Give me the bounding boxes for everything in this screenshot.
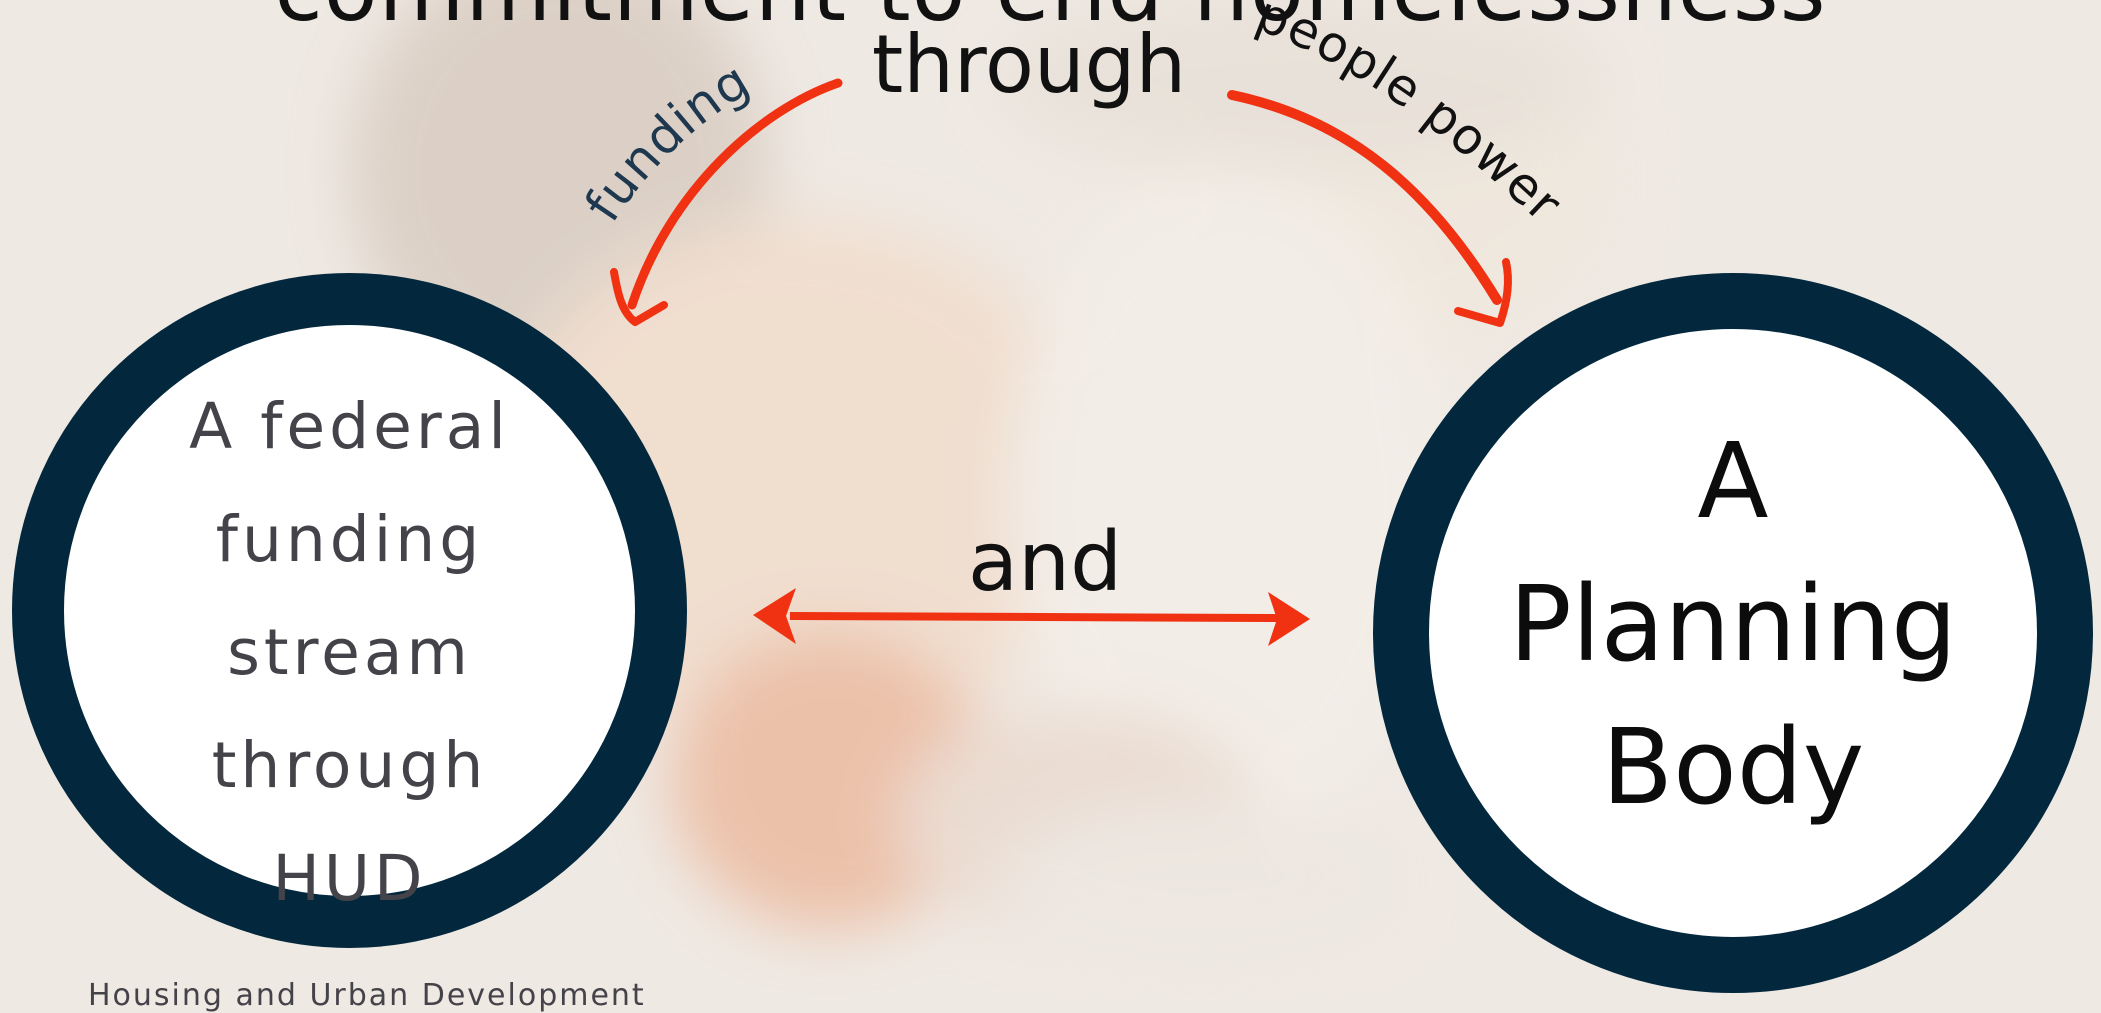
funding-label: funding (574, 51, 759, 232)
federal-funding-line: through (211, 729, 488, 802)
federal-funding-text: A federal funding stream through HUD (12, 370, 687, 935)
and-double-arrow-shaft (789, 612, 1281, 622)
federal-funding-line: stream (227, 616, 472, 689)
people-power-arrowhead (1454, 258, 1512, 327)
people-power-arrow (1227, 90, 1502, 305)
and-label: and (967, 515, 1123, 610)
planning-body-line: Planning (1509, 563, 1957, 685)
planning-body-line: A (1697, 420, 1769, 542)
federal-funding-line: A federal (189, 390, 510, 463)
and-arrowhead-left (753, 588, 796, 644)
svg-text:funding: funding (574, 51, 760, 232)
planning-body-line: Body (1601, 706, 1865, 828)
planning-body-text: A Planning Body (1373, 410, 2093, 839)
funding-arrow (627, 78, 843, 310)
funding-arrowhead (610, 268, 668, 326)
title-line-2: through (871, 18, 1187, 111)
and-arrowhead-right (1268, 592, 1310, 646)
title-line-1: commitment to end homelessness (0, 0, 2101, 41)
federal-funding-line: funding (215, 503, 484, 576)
federal-funding-line: HUD (272, 842, 427, 915)
footnote: Housing and Urban Development (88, 978, 646, 1013)
